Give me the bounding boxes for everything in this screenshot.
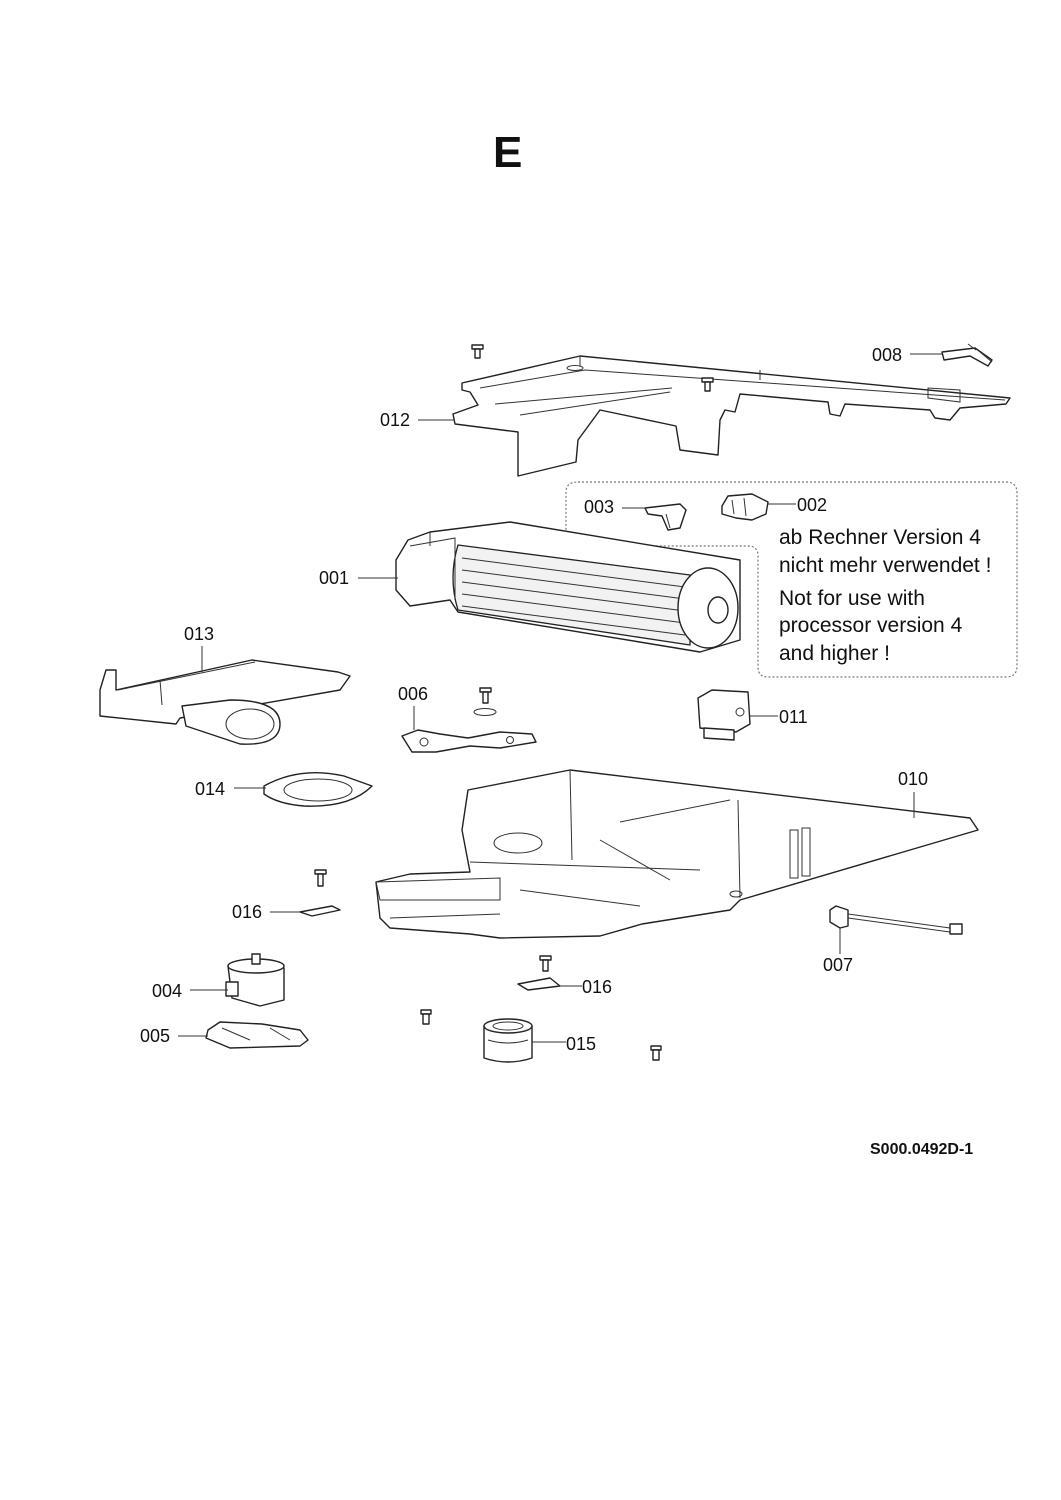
screw-icon (650, 1045, 662, 1061)
callout-005: 005 (140, 1026, 170, 1046)
screw-icon (701, 377, 714, 392)
callout-014: 014 (195, 779, 225, 799)
part-007-sensor-cable (829, 905, 963, 935)
part-011-sensor-block (697, 689, 751, 741)
screw-icon (479, 687, 492, 704)
note-line-4: processor version 4 (779, 614, 963, 637)
part-006-link-plate (401, 729, 537, 753)
part-016-plate (299, 905, 341, 917)
part-008-sensor (941, 343, 993, 367)
note-line-5: and higher ! (779, 642, 890, 665)
part-001-tangential-fan (395, 521, 741, 653)
callout-010: 010 (898, 769, 928, 789)
part-016-plate (517, 977, 561, 991)
screw-icon (314, 869, 327, 887)
screw-icon (539, 955, 552, 972)
sheet-letter: E (493, 128, 522, 177)
callout-015: 015 (566, 1034, 596, 1054)
note-line-3: Not for use with (779, 587, 925, 610)
callout-004: 004 (152, 981, 182, 1001)
document-reference: S000.0492D-1 (870, 1141, 973, 1158)
callout-003: 003 (584, 497, 614, 517)
part-003-clip (644, 503, 687, 531)
callout-007: 007 (823, 955, 853, 975)
callout-008: 008 (872, 345, 902, 365)
part-010-base-frame (375, 769, 979, 939)
screw-icon (420, 1009, 432, 1025)
callout-016-upper: 016 (232, 902, 262, 922)
screw-icon (471, 344, 484, 359)
callout-006: 006 (398, 684, 428, 704)
callout-001: 001 (319, 568, 349, 588)
callout-012: 012 (380, 410, 410, 430)
callout-013: 013 (184, 624, 214, 644)
part-005-mounting-plate (205, 1021, 309, 1049)
callout-002: 002 (797, 495, 827, 515)
note-line-2: nicht mehr verwendet ! (779, 554, 991, 577)
part-015-bushing (483, 1018, 533, 1063)
note-line-1: ab Rechner Version 4 (779, 526, 981, 549)
part-004-motor (225, 953, 285, 1007)
callout-016-lower: 016 (582, 977, 612, 997)
part-002-bracket (721, 493, 769, 521)
part-013-duct-tray (99, 659, 351, 745)
washer-icon (473, 708, 497, 716)
callout-011: 011 (779, 707, 808, 727)
part-014-oval-nozzle (263, 772, 373, 807)
part-012-top-cover (452, 355, 1011, 477)
